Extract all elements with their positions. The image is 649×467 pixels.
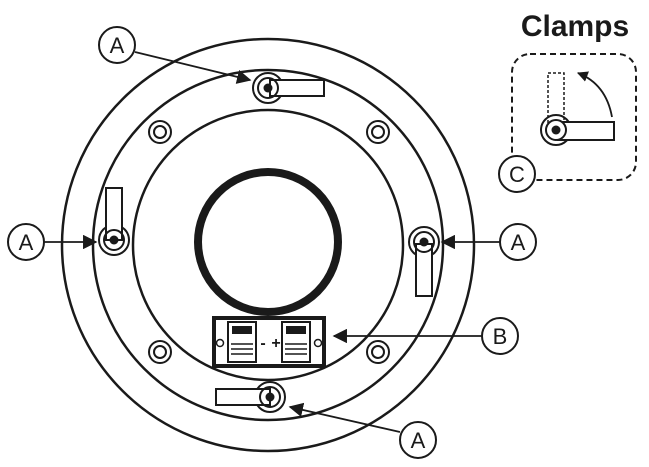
terminal-plus-sign: + bbox=[271, 335, 280, 352]
svg-text:B: B bbox=[493, 324, 508, 349]
callout-b: B bbox=[481, 317, 519, 355]
outer-bezel-ring bbox=[60, 37, 476, 453]
inner-ring bbox=[131, 108, 405, 382]
callout-a-left: A bbox=[7, 223, 45, 261]
screw-hole-bottom-left bbox=[148, 340, 172, 364]
screw-hole-top-right bbox=[366, 120, 390, 144]
screw-hole-top-left bbox=[148, 120, 172, 144]
leader-a-top bbox=[134, 51, 252, 84]
rotation-arrow-icon bbox=[576, 71, 613, 118]
svg-text:A: A bbox=[110, 33, 125, 58]
terminal-block: - + bbox=[212, 316, 326, 368]
callout-a-top: A bbox=[98, 26, 136, 64]
leader-a-bottom bbox=[288, 402, 401, 433]
svg-text:A: A bbox=[411, 428, 426, 453]
callout-a-right: A bbox=[499, 223, 537, 261]
clamp-top bbox=[252, 72, 325, 104]
clamp-rotated-outline bbox=[547, 72, 565, 128]
clamps-title: Clamps bbox=[521, 10, 629, 43]
clamp-right bbox=[408, 226, 440, 297]
svg-text:A: A bbox=[19, 230, 34, 255]
svg-text:C: C bbox=[509, 162, 525, 187]
callout-c: C bbox=[498, 155, 536, 193]
screw-hole-bottom-right bbox=[366, 340, 390, 364]
clamps-inset bbox=[511, 53, 637, 181]
clamp-bottom bbox=[215, 381, 286, 413]
driver-cutout bbox=[194, 168, 342, 316]
clamp-left bbox=[98, 187, 130, 256]
terminal-minus-sign: - bbox=[260, 335, 265, 352]
callout-a-bottom: A bbox=[399, 421, 437, 459]
svg-text:A: A bbox=[511, 230, 526, 255]
